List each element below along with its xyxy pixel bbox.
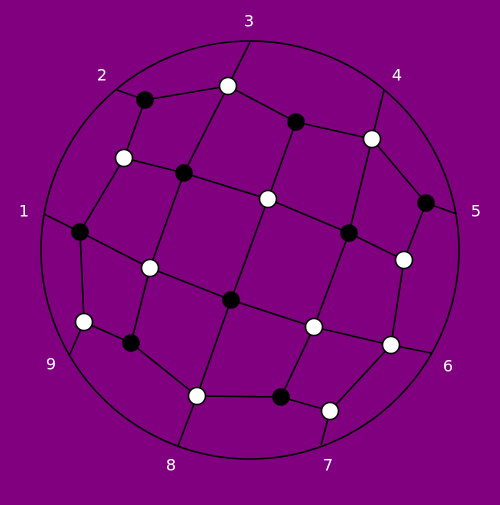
black-node-n19: [272, 388, 290, 406]
white-node-n5: [114, 148, 134, 168]
white-node-n2: [218, 76, 238, 96]
white-node-n10: [140, 258, 160, 278]
boundary-label-2: 2: [97, 66, 107, 85]
edge-n2-n6: [183, 85, 229, 174]
edge-n14-n18: [196, 299, 232, 397]
edge-n8-n12: [403, 202, 427, 261]
edge-n14-n15: [230, 299, 315, 328]
boundary-label-8: 8: [166, 456, 176, 475]
white-node-n7: [258, 189, 278, 209]
boundary-label-3: 3: [244, 12, 254, 31]
edge-n15-n17: [313, 326, 392, 346]
boundary-label-6: 6: [443, 357, 453, 376]
black-node-n6: [175, 164, 193, 182]
edge-n3-n4: [295, 121, 373, 140]
white-node-n17: [381, 335, 401, 355]
edge-n5-n9: [79, 157, 125, 233]
boundary-labels-layer: 1 2 3 4 5 6 7 8 9: [19, 12, 481, 475]
black-node-n14: [222, 291, 240, 309]
boundary-label-1: 1: [19, 202, 29, 221]
edge-n9-n10: [79, 231, 151, 269]
nodes-layer: [71, 76, 435, 421]
edge-n18-n19: [196, 395, 282, 398]
black-node-n3: [287, 113, 305, 131]
edge-n11-n15: [313, 232, 350, 328]
edge-n6-n10: [149, 172, 185, 269]
edge-n3-n7: [267, 121, 297, 200]
edge-n6-n7: [183, 172, 269, 200]
edge-n1-n2: [144, 85, 229, 101]
edge-n17-n20: [329, 344, 392, 412]
black-node-n11: [340, 224, 358, 242]
edge-n4-n11: [348, 138, 373, 234]
black-node-n1: [136, 91, 154, 109]
boundary-label-7: 7: [323, 456, 333, 475]
edge-n4-n8: [371, 138, 427, 204]
boundary-label-4: 4: [392, 66, 402, 85]
white-node-n18: [187, 386, 207, 406]
edge-n2-n3: [227, 85, 297, 123]
edge-n15-n19: [280, 326, 315, 398]
white-node-n15: [304, 317, 324, 337]
edge-n10-n16: [130, 267, 151, 344]
white-node-n12: [394, 250, 414, 270]
black-node-n16: [122, 334, 140, 352]
edges-layer: [43, 41, 458, 447]
white-node-n4: [362, 129, 382, 149]
edge-n1-n5: [123, 99, 146, 159]
boundary-circle: [40, 40, 460, 460]
edge-n10-n14: [149, 267, 232, 301]
edge-n12-n17: [390, 259, 405, 346]
edge-n7-n11: [267, 198, 350, 234]
boundary-label-5: 5: [471, 202, 481, 221]
edge-n7-n14: [230, 198, 269, 301]
black-node-n9: [71, 223, 89, 241]
edge-n11-n12: [348, 232, 405, 261]
edge-n5-n6: [123, 157, 185, 174]
white-node-n13: [74, 312, 94, 332]
boundary-label-9: 9: [46, 355, 56, 374]
white-node-n20: [320, 401, 340, 421]
black-node-n8: [417, 194, 435, 212]
edge-n16-n18: [130, 342, 198, 397]
edge-n9-n13: [79, 231, 85, 323]
